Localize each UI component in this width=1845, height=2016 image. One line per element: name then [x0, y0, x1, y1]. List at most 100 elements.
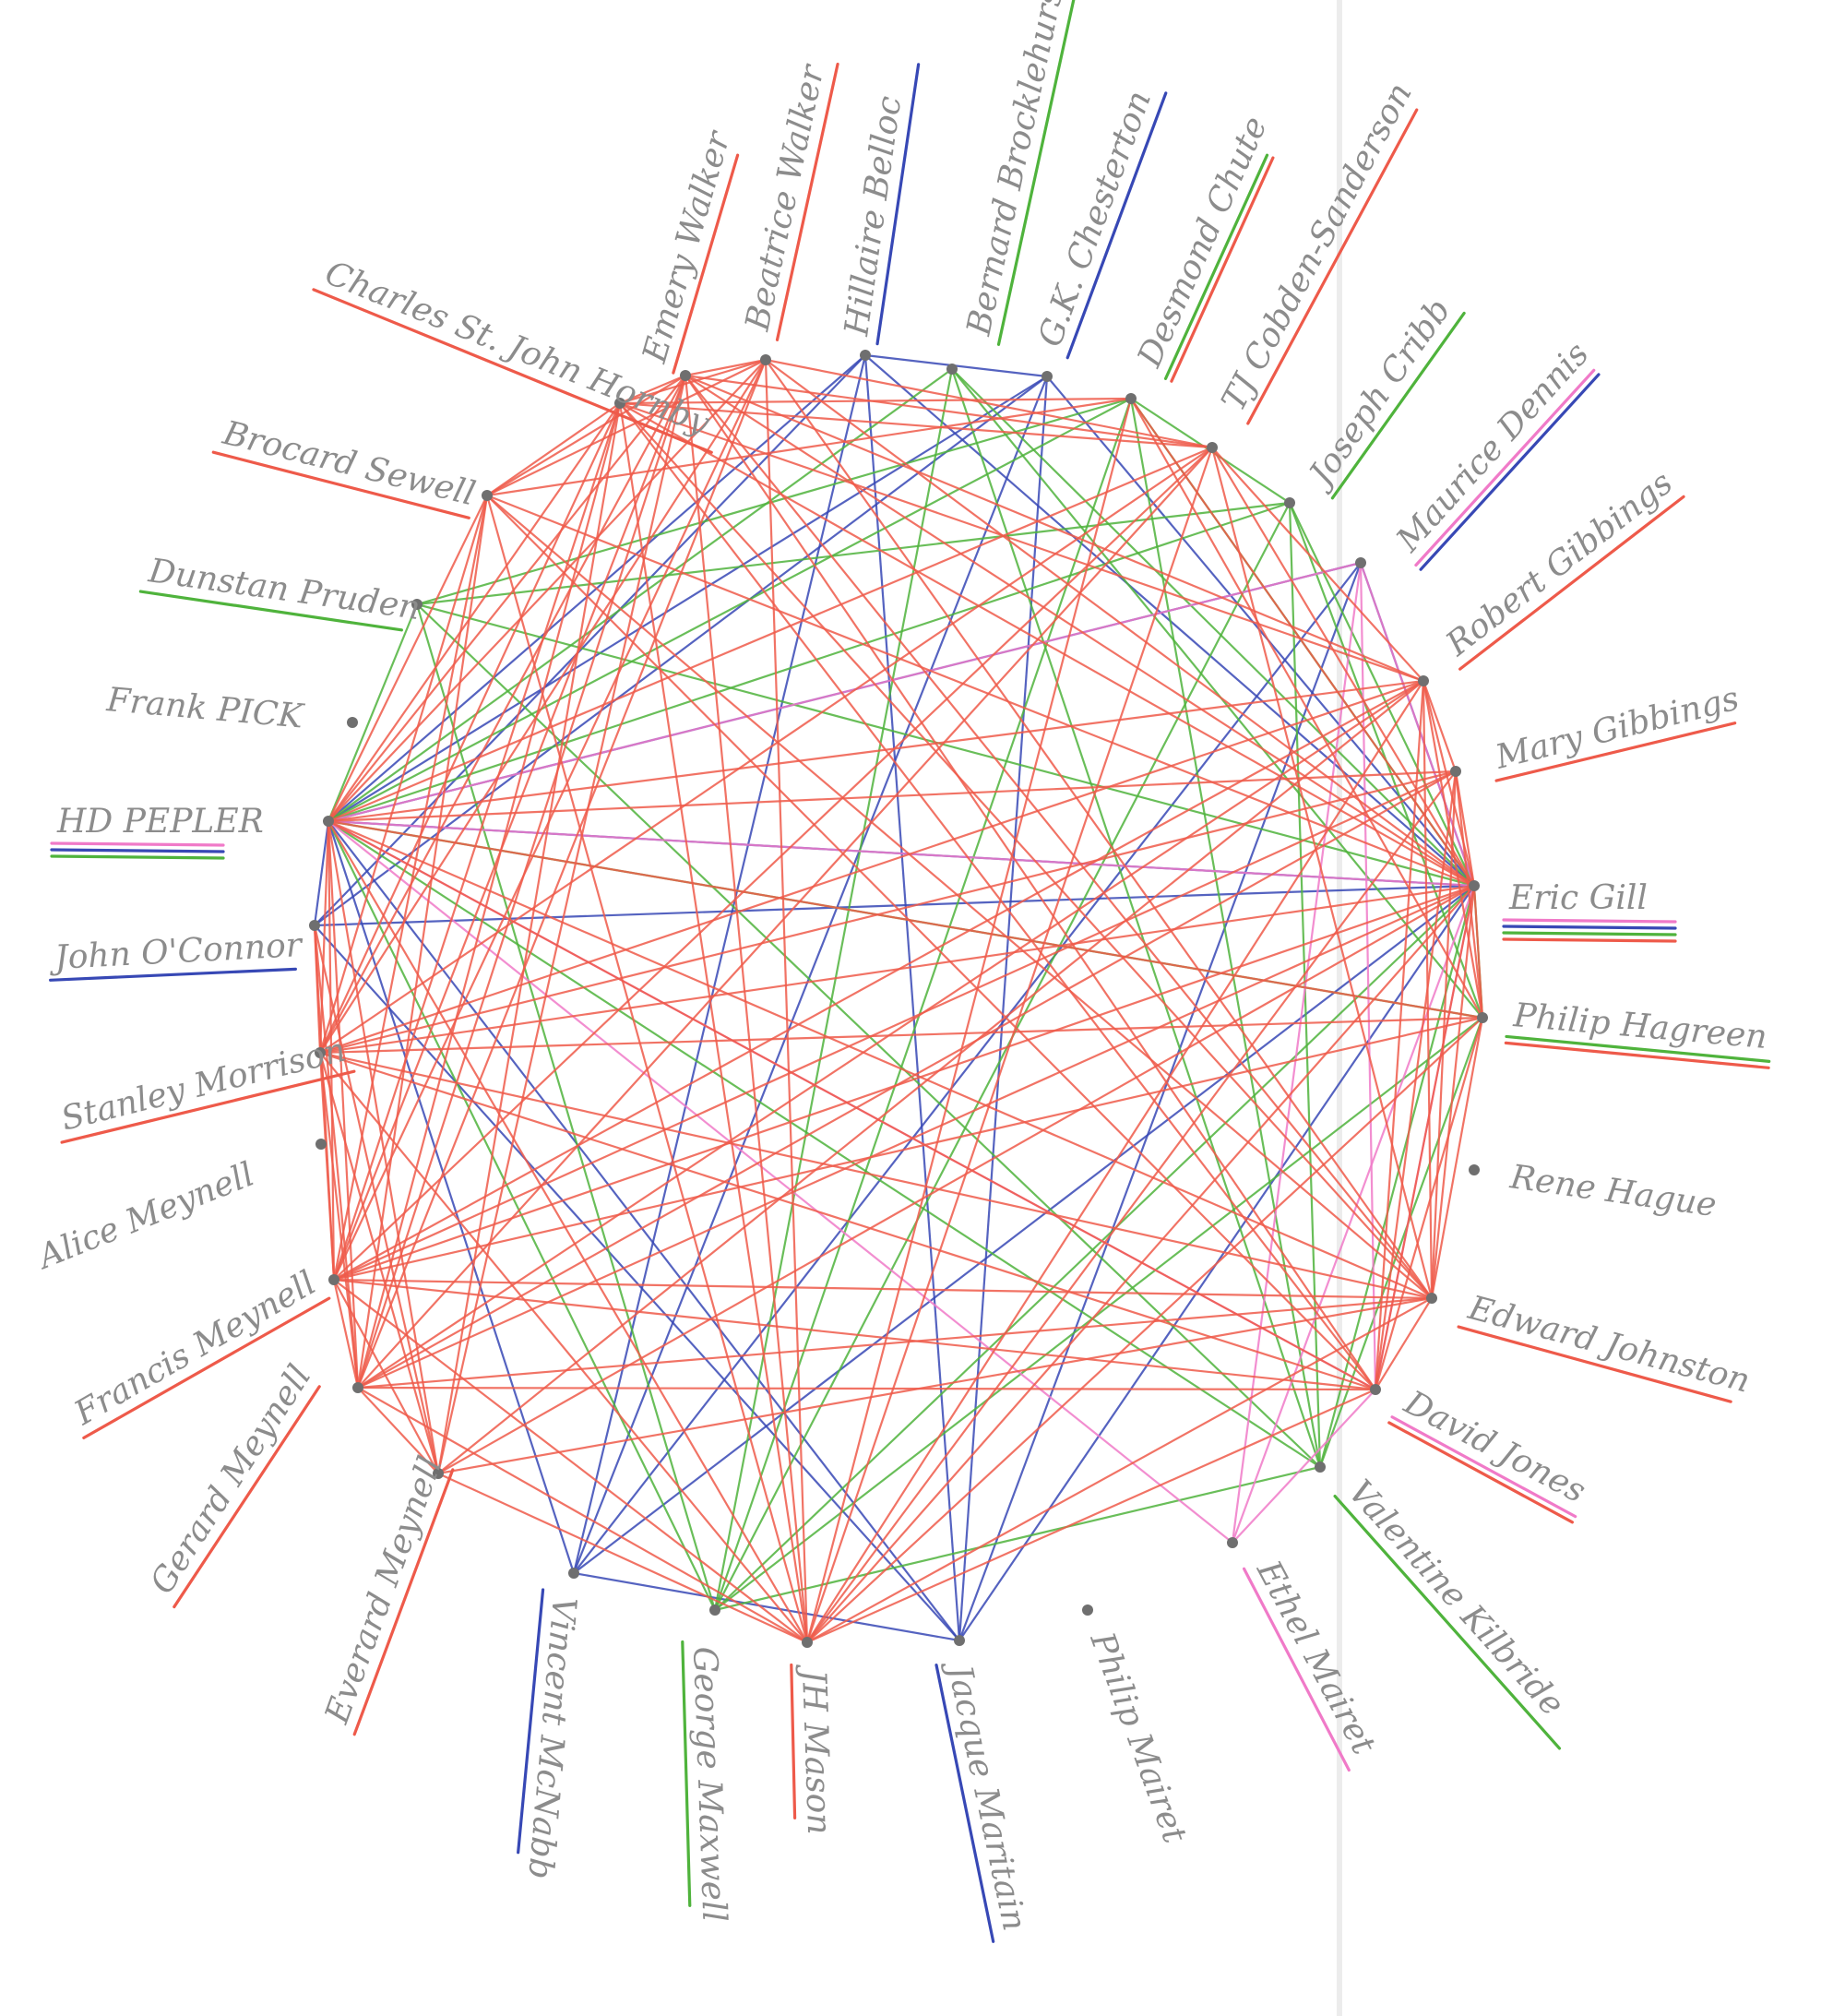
person-label-group-HDP: HD PEPLER [50, 803, 264, 860]
link-DC-JHM-red [805, 398, 1133, 1643]
label-underline-green [1330, 311, 1466, 500]
person-label-group-MG: Mary Gibbings [1491, 680, 1743, 782]
link-EvM-CH-red [436, 402, 622, 1474]
label-underline-blue [934, 1664, 995, 1943]
link-FM-TJCS-red [333, 447, 1213, 1281]
node-dot-BB [946, 364, 958, 375]
person-label-group-VM: Vincent McNabb [517, 1588, 583, 1880]
link-PH-JHM-red [806, 1017, 1483, 1643]
node-dot-PM [1082, 1604, 1093, 1616]
link-HDP-DP-green [327, 603, 419, 822]
link-BW-TJCS-red [765, 358, 1213, 449]
person-label: Edward Johnston [1464, 1289, 1754, 1401]
person-label-group-FP: Frank PICK [104, 681, 306, 736]
link-EG-MD-pink [1359, 562, 1476, 887]
link-HDP-EG-pink [327, 819, 1475, 888]
link-VK-GMx-green [714, 1465, 1321, 1612]
link-SM-TJCS-red [319, 447, 1213, 1054]
label-underline-red [82, 1296, 331, 1439]
link-EW-BS-red [486, 375, 686, 496]
link-JC-GMx-green [714, 502, 1291, 1611]
label-underline-pink [1390, 1415, 1577, 1519]
link-FM-RG-red [333, 680, 1424, 1281]
person-label-group-JHM: JH Mason [790, 1663, 838, 1835]
link-SM-EvM-red [318, 1052, 440, 1474]
link-HDP-BW-red [327, 359, 767, 822]
link-EG-BB-green [951, 368, 1475, 887]
label-underline-red [1457, 1325, 1732, 1403]
person-label-group-DJ: David Jones [1387, 1383, 1592, 1524]
link-BB-GMx-green [713, 368, 954, 1611]
person-label-group-GMx: George Maxwell [681, 1640, 732, 1923]
link-MD-VM-blue [573, 562, 1362, 1574]
link-FM-DJ-red [333, 1278, 1376, 1391]
person-label-group-DP: Dunstan Pruden [138, 552, 423, 632]
label-underline-red [672, 153, 740, 375]
node-dot-GM [352, 1382, 363, 1393]
link-EvM-RG-red [437, 680, 1424, 1474]
link-EvM-EW-red [436, 375, 687, 1474]
person-label: Rene Hague [1507, 1158, 1719, 1224]
person-label-group-JMa: Jacque Maritain [934, 1655, 1033, 1943]
link-HDP-JC-green [327, 501, 1291, 823]
person-label-group-SM: Stanley Morrison [57, 1031, 356, 1144]
link-EW-CH-red [619, 374, 686, 405]
link-DC-VK-green [1129, 398, 1322, 1468]
label-underline-blue [517, 1588, 545, 1855]
link-HDP-JO-blue [313, 820, 330, 926]
link-HDP-GKC-blue [327, 376, 1048, 822]
link-HDP-PH-red [327, 819, 1483, 1020]
person-label: George Maxwell [685, 1646, 732, 1923]
person-label: G.K. Chesterton [1031, 86, 1159, 352]
link-HDP-SM-red [318, 820, 330, 1054]
link-EW-TJCS-red [684, 374, 1213, 449]
node-dot-PH [1477, 1012, 1488, 1023]
link-FM-CH-red [332, 402, 622, 1281]
link-FM-PH-red [333, 1016, 1483, 1282]
link-SM-EW-red [319, 375, 686, 1054]
label-underline-red [211, 450, 470, 519]
link-MG-JHM-red [806, 770, 1457, 1643]
link-EvM-JHM-red [437, 1472, 808, 1644]
label-underline-blue [50, 848, 225, 853]
link-HDP-DC-green [327, 398, 1132, 822]
node-dot-MG [1450, 766, 1461, 777]
label-underline-red [1246, 108, 1419, 425]
link-PH-DJ-red [1374, 1017, 1484, 1390]
node-dot-CH [614, 398, 625, 409]
link-HDP-BB-green [327, 368, 953, 822]
link-EG-FM-red [333, 884, 1475, 1282]
person-label: Stanley Morrison [57, 1031, 350, 1138]
person-label-group-GKC: G.K. Chesterton [1031, 86, 1168, 360]
label-underline-blue [1502, 924, 1677, 930]
person-label: Dunstan Pruden [146, 552, 423, 627]
label-underline-green [1333, 1494, 1562, 1750]
label-underline-red [775, 62, 839, 341]
link-JHM-DJ-red [806, 1388, 1376, 1644]
person-label: David Jones [1398, 1383, 1592, 1510]
link-EJ-PH-red [1430, 1017, 1484, 1299]
link-EG-EM-pink [1231, 885, 1476, 1544]
link-EG-BS-red [486, 494, 1475, 888]
link-EG-BW-red [765, 359, 1475, 887]
link-MD-JMa-blue [958, 562, 1363, 1641]
person-nodes [309, 350, 1488, 1648]
link-BW-BS-red [486, 359, 767, 496]
link-FM-JHM-red [333, 1279, 808, 1643]
node-dot-FM [328, 1274, 339, 1285]
label-underline-green [50, 854, 225, 860]
person-label-group-EG: Eric Gill [1502, 879, 1677, 943]
link-HDP-JHM-red [327, 820, 808, 1643]
node-dot-DP [411, 599, 423, 610]
label-underline-pink [50, 841, 225, 847]
person-label-group-EM: Ethel Mairet [1242, 1554, 1383, 1772]
link-EW-EJ-red [684, 375, 1433, 1299]
node-dot-BS [482, 490, 493, 501]
link-JO-HB-blue [314, 354, 866, 926]
link-EG-GMx-green [714, 885, 1475, 1611]
label-underline-blue [1065, 91, 1168, 360]
node-dot-RH [1469, 1164, 1480, 1175]
person-label: Maurice Dennis [1389, 335, 1597, 559]
person-label: JH Mason [794, 1663, 838, 1835]
